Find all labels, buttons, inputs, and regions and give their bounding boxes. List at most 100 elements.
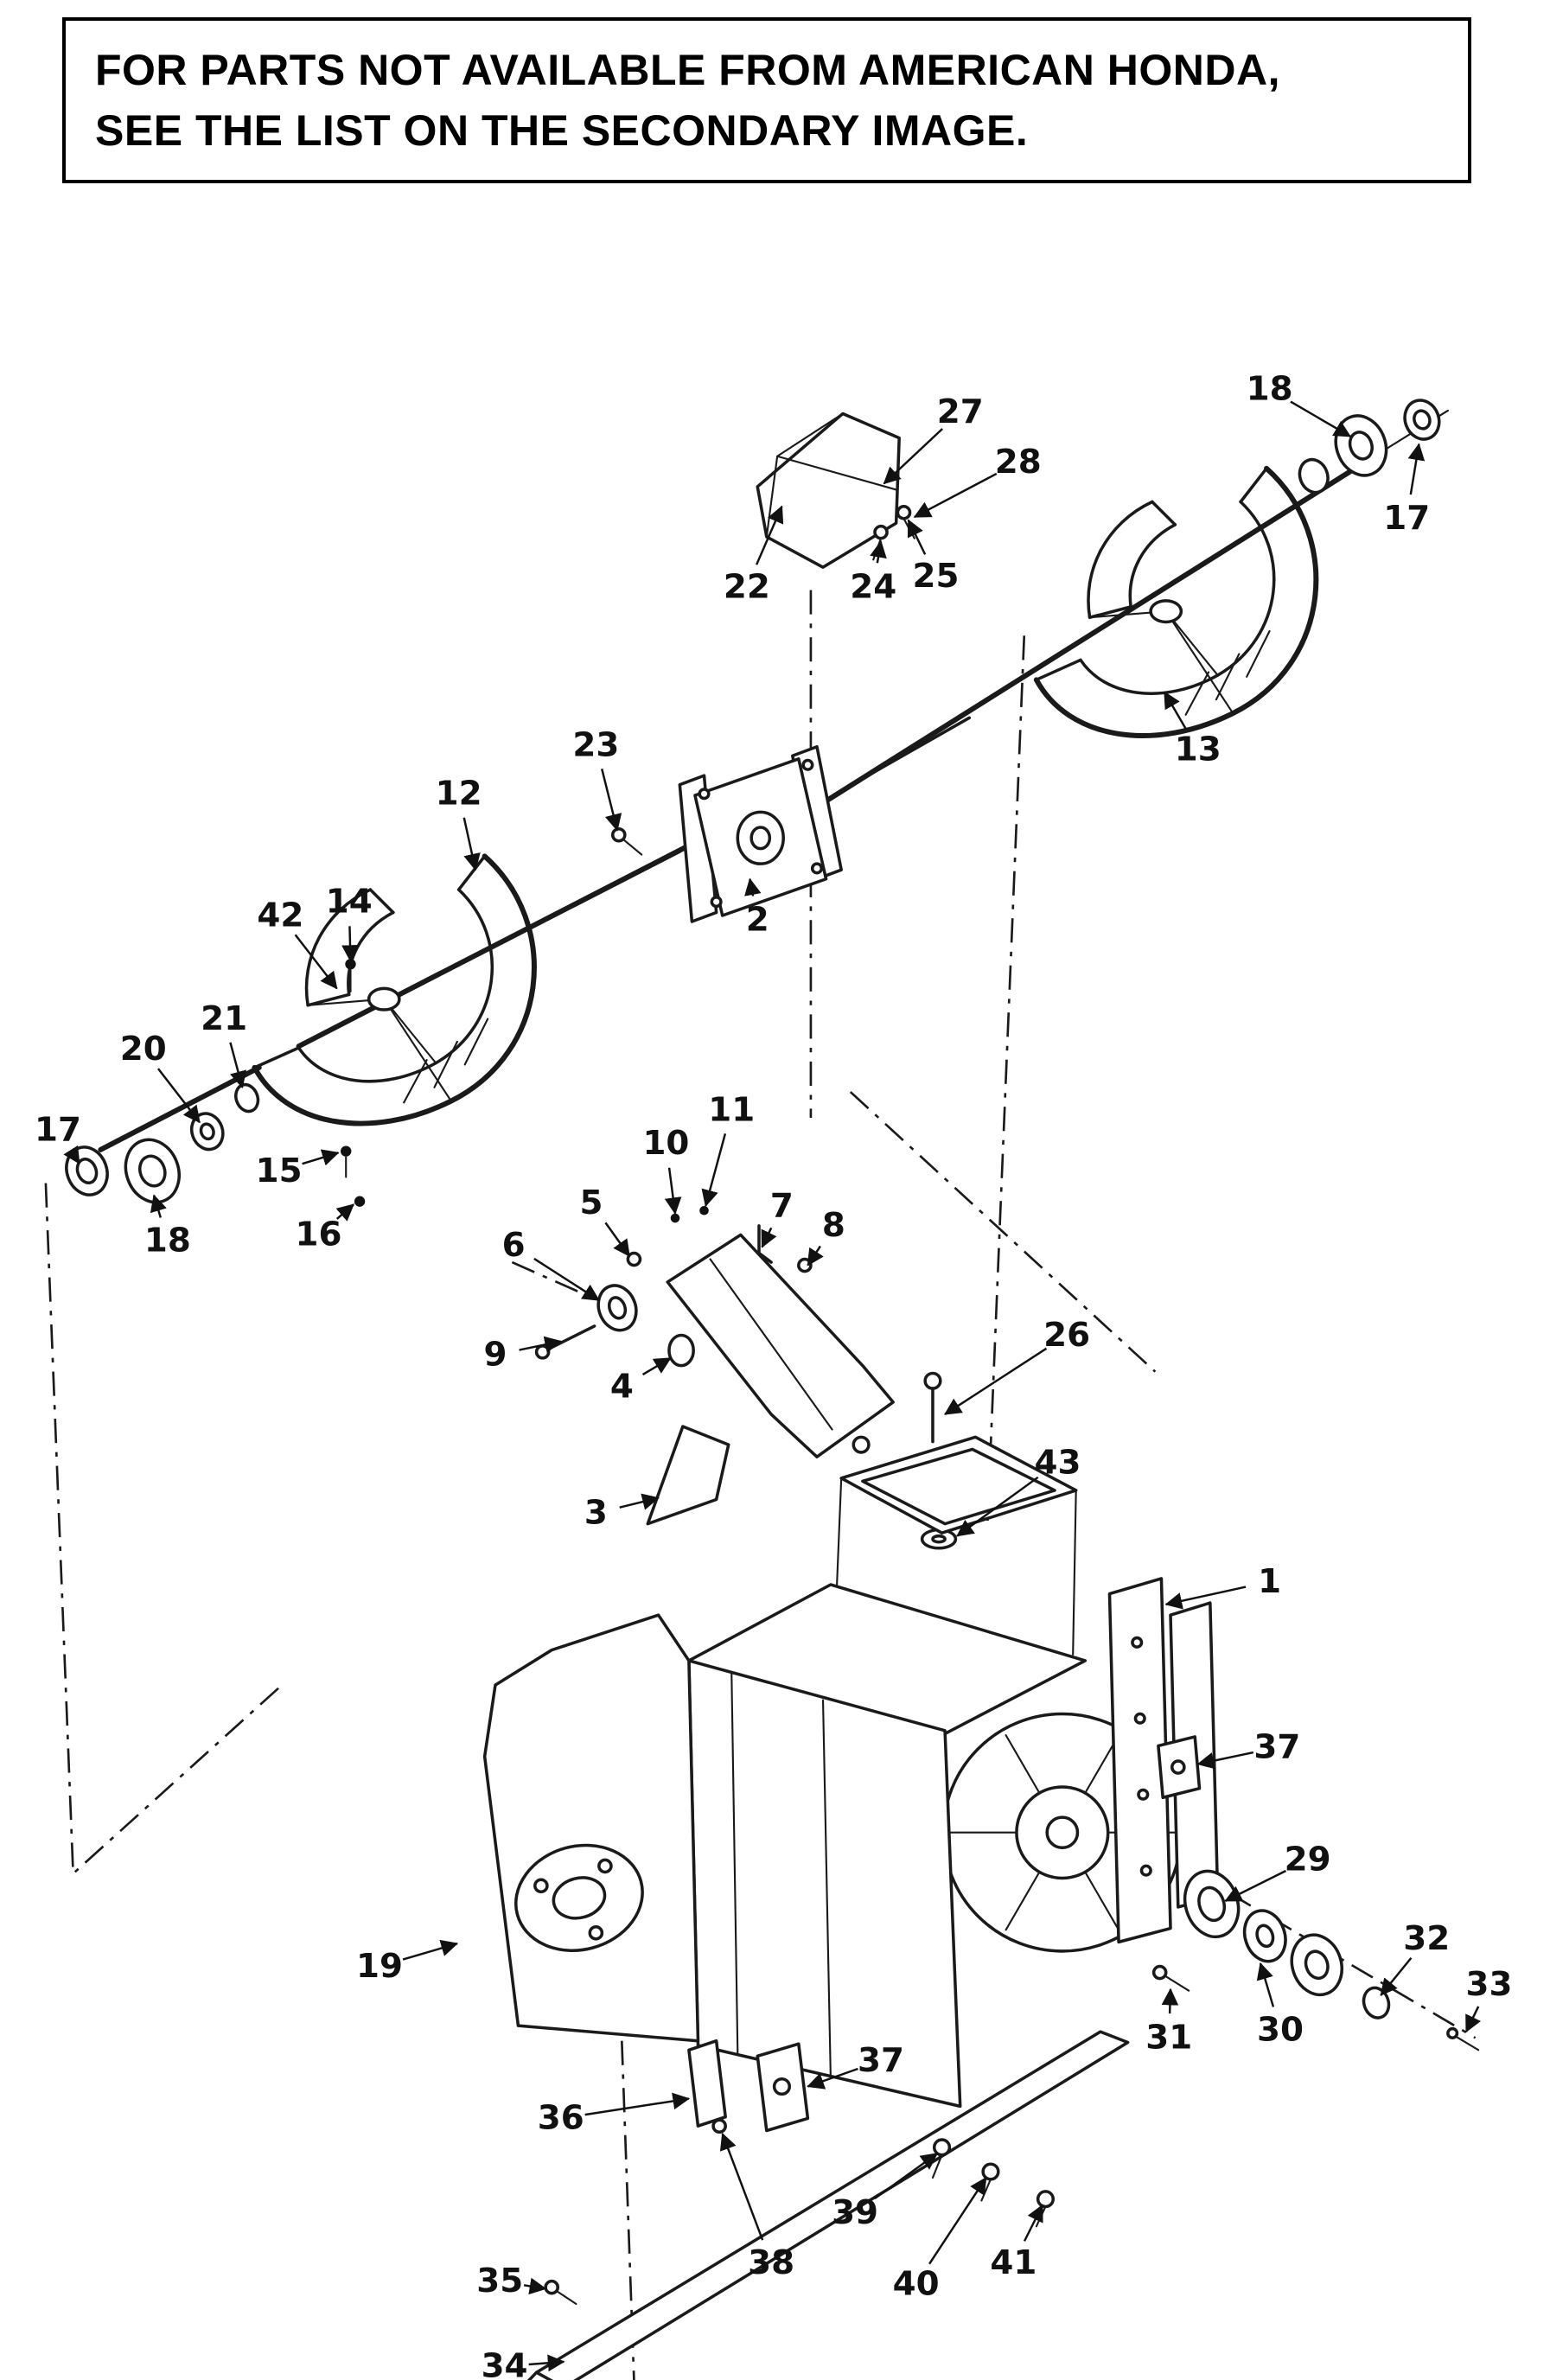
leader-line-18: [1290, 400, 1352, 437]
part-label-24: 24: [850, 567, 896, 606]
leader-line-23: [600, 768, 622, 832]
leader-line-3: [619, 1493, 660, 1510]
auger-shaft-drawing: [98, 409, 1449, 1152]
part-label-25: 25: [913, 557, 960, 596]
leader-line-32: [1380, 1956, 1413, 1996]
leader-line-43: [956, 1476, 1039, 1537]
part-label-42: 42: [257, 896, 303, 935]
part-label-41: 41: [990, 2243, 1037, 2282]
part-label-8: 8: [822, 1206, 845, 1245]
left-auger-drawing: [252, 853, 537, 1126]
part-label-18: 18: [144, 1222, 191, 1260]
part-label-19: 19: [356, 1947, 403, 1986]
part-label-37: 37: [1253, 1728, 1300, 1767]
leader-lines-layer: [63, 400, 1481, 2372]
leader-line-17: [63, 1145, 80, 1164]
part-label-38: 38: [748, 2243, 794, 2282]
leader-line-14: [341, 926, 359, 962]
leader-line-20: [156, 1068, 201, 1124]
part-label-26: 26: [1043, 1316, 1090, 1355]
part-label-37: 37: [858, 2041, 904, 2080]
part-label-6: 6: [502, 1226, 526, 1265]
leader-line-36: [584, 2092, 691, 2116]
part-label-14: 14: [326, 883, 373, 922]
leader-line-11: [701, 1133, 727, 1208]
gearbox-drawing: [678, 744, 843, 923]
leader-line-8: [807, 1245, 824, 1267]
part-label-11: 11: [708, 1090, 755, 1129]
chute-bolt-drawing: [920, 1371, 958, 1550]
part-label-16: 16: [295, 1216, 341, 1254]
part-label-22: 22: [724, 567, 770, 606]
part-label-30: 30: [1257, 2011, 1304, 2050]
part-label-28: 28: [995, 443, 1042, 482]
part-labels-layer: 1234567891011121314151617181920211718222…: [35, 370, 1512, 2380]
leader-line-39: [874, 2152, 939, 2200]
part-label-20: 20: [120, 1030, 167, 1069]
leader-line-10: [664, 1167, 682, 1215]
part-label-31: 31: [1145, 2019, 1192, 2058]
leader-line-21: [229, 1042, 247, 1088]
leader-line-1: [1164, 1586, 1247, 1610]
part-label-4: 4: [610, 1368, 634, 1407]
leader-line-12: [462, 817, 481, 871]
leader-line-7: [761, 1227, 777, 1248]
part-label-17: 17: [35, 1110, 81, 1149]
leader-line-26: [944, 1347, 1048, 1416]
part-label-29: 29: [1285, 1841, 1331, 1879]
leader-line-41: [1023, 2204, 1044, 2242]
leader-line-40: [928, 2177, 987, 2265]
chute-bracket-drawing: [756, 412, 915, 569]
part-label-2: 2: [746, 901, 769, 940]
part-label-10: 10: [642, 1124, 689, 1163]
blower-housing-drawing: [482, 1435, 1220, 2133]
leader-line-29: [1224, 1869, 1286, 1902]
leader-line-27: [883, 428, 943, 485]
leader-line-17: [1407, 443, 1426, 495]
part-label-33: 33: [1465, 1965, 1512, 2004]
support-bracket-drawing: [534, 1205, 895, 1526]
leader-line-42: [294, 934, 338, 990]
right-auger-drawing: [1033, 465, 1319, 738]
leader-line-4: [641, 1356, 672, 1375]
leader-line-6: [533, 1257, 600, 1302]
leader-line-30: [1256, 1962, 1275, 2007]
part-label-12: 12: [436, 775, 482, 814]
notice-line-1: FOR PARTS NOT AVAILABLE FROM AMERICAN HO…: [95, 46, 1280, 94]
leader-line-9: [519, 1336, 563, 1353]
leader-line-15: [302, 1149, 340, 1166]
leader-line-35: [523, 2277, 547, 2295]
part-label-17: 17: [1383, 499, 1430, 538]
part-label-3: 3: [584, 1494, 608, 1533]
part-label-15: 15: [256, 1152, 303, 1190]
part-label-35: 35: [476, 2262, 523, 2300]
part-label-39: 39: [832, 2193, 878, 2232]
notice-line-2: SEE THE LIST ON THE SECONDARY IMAGE.: [95, 106, 1029, 155]
leader-line-19: [402, 1939, 459, 1961]
leader-line-33: [1464, 2006, 1481, 2033]
part-label-1: 1: [1258, 1562, 1281, 1601]
leader-line-18: [150, 1194, 167, 1218]
left-end-fasteners-drawing: [65, 1082, 260, 1204]
part-label-18: 18: [1247, 370, 1293, 409]
scraper-bar-drawing: [526, 2030, 1130, 2380]
part-label-43: 43: [1035, 1444, 1081, 1483]
part-label-27: 27: [937, 392, 984, 431]
notice-box: FOR PARTS NOT AVAILABLE FROM AMERICAN HO…: [62, 17, 1471, 183]
leader-line-2: [744, 877, 762, 896]
leader-line-5: [604, 1222, 631, 1258]
part-label-5: 5: [580, 1184, 603, 1222]
part-label-40: 40: [893, 2265, 940, 2304]
leader-line-37: [1196, 1751, 1254, 1770]
leader-line-13: [1163, 691, 1187, 730]
right-end-fasteners-drawing: [1298, 399, 1441, 495]
leader-line-25: [907, 519, 927, 555]
part-label-7: 7: [770, 1186, 794, 1225]
leader-line-24: [870, 540, 887, 564]
part-label-23: 23: [572, 725, 619, 764]
part-label-32: 32: [1403, 1919, 1450, 1958]
leader-line-16: [335, 1203, 354, 1222]
leader-line-28: [913, 472, 998, 519]
